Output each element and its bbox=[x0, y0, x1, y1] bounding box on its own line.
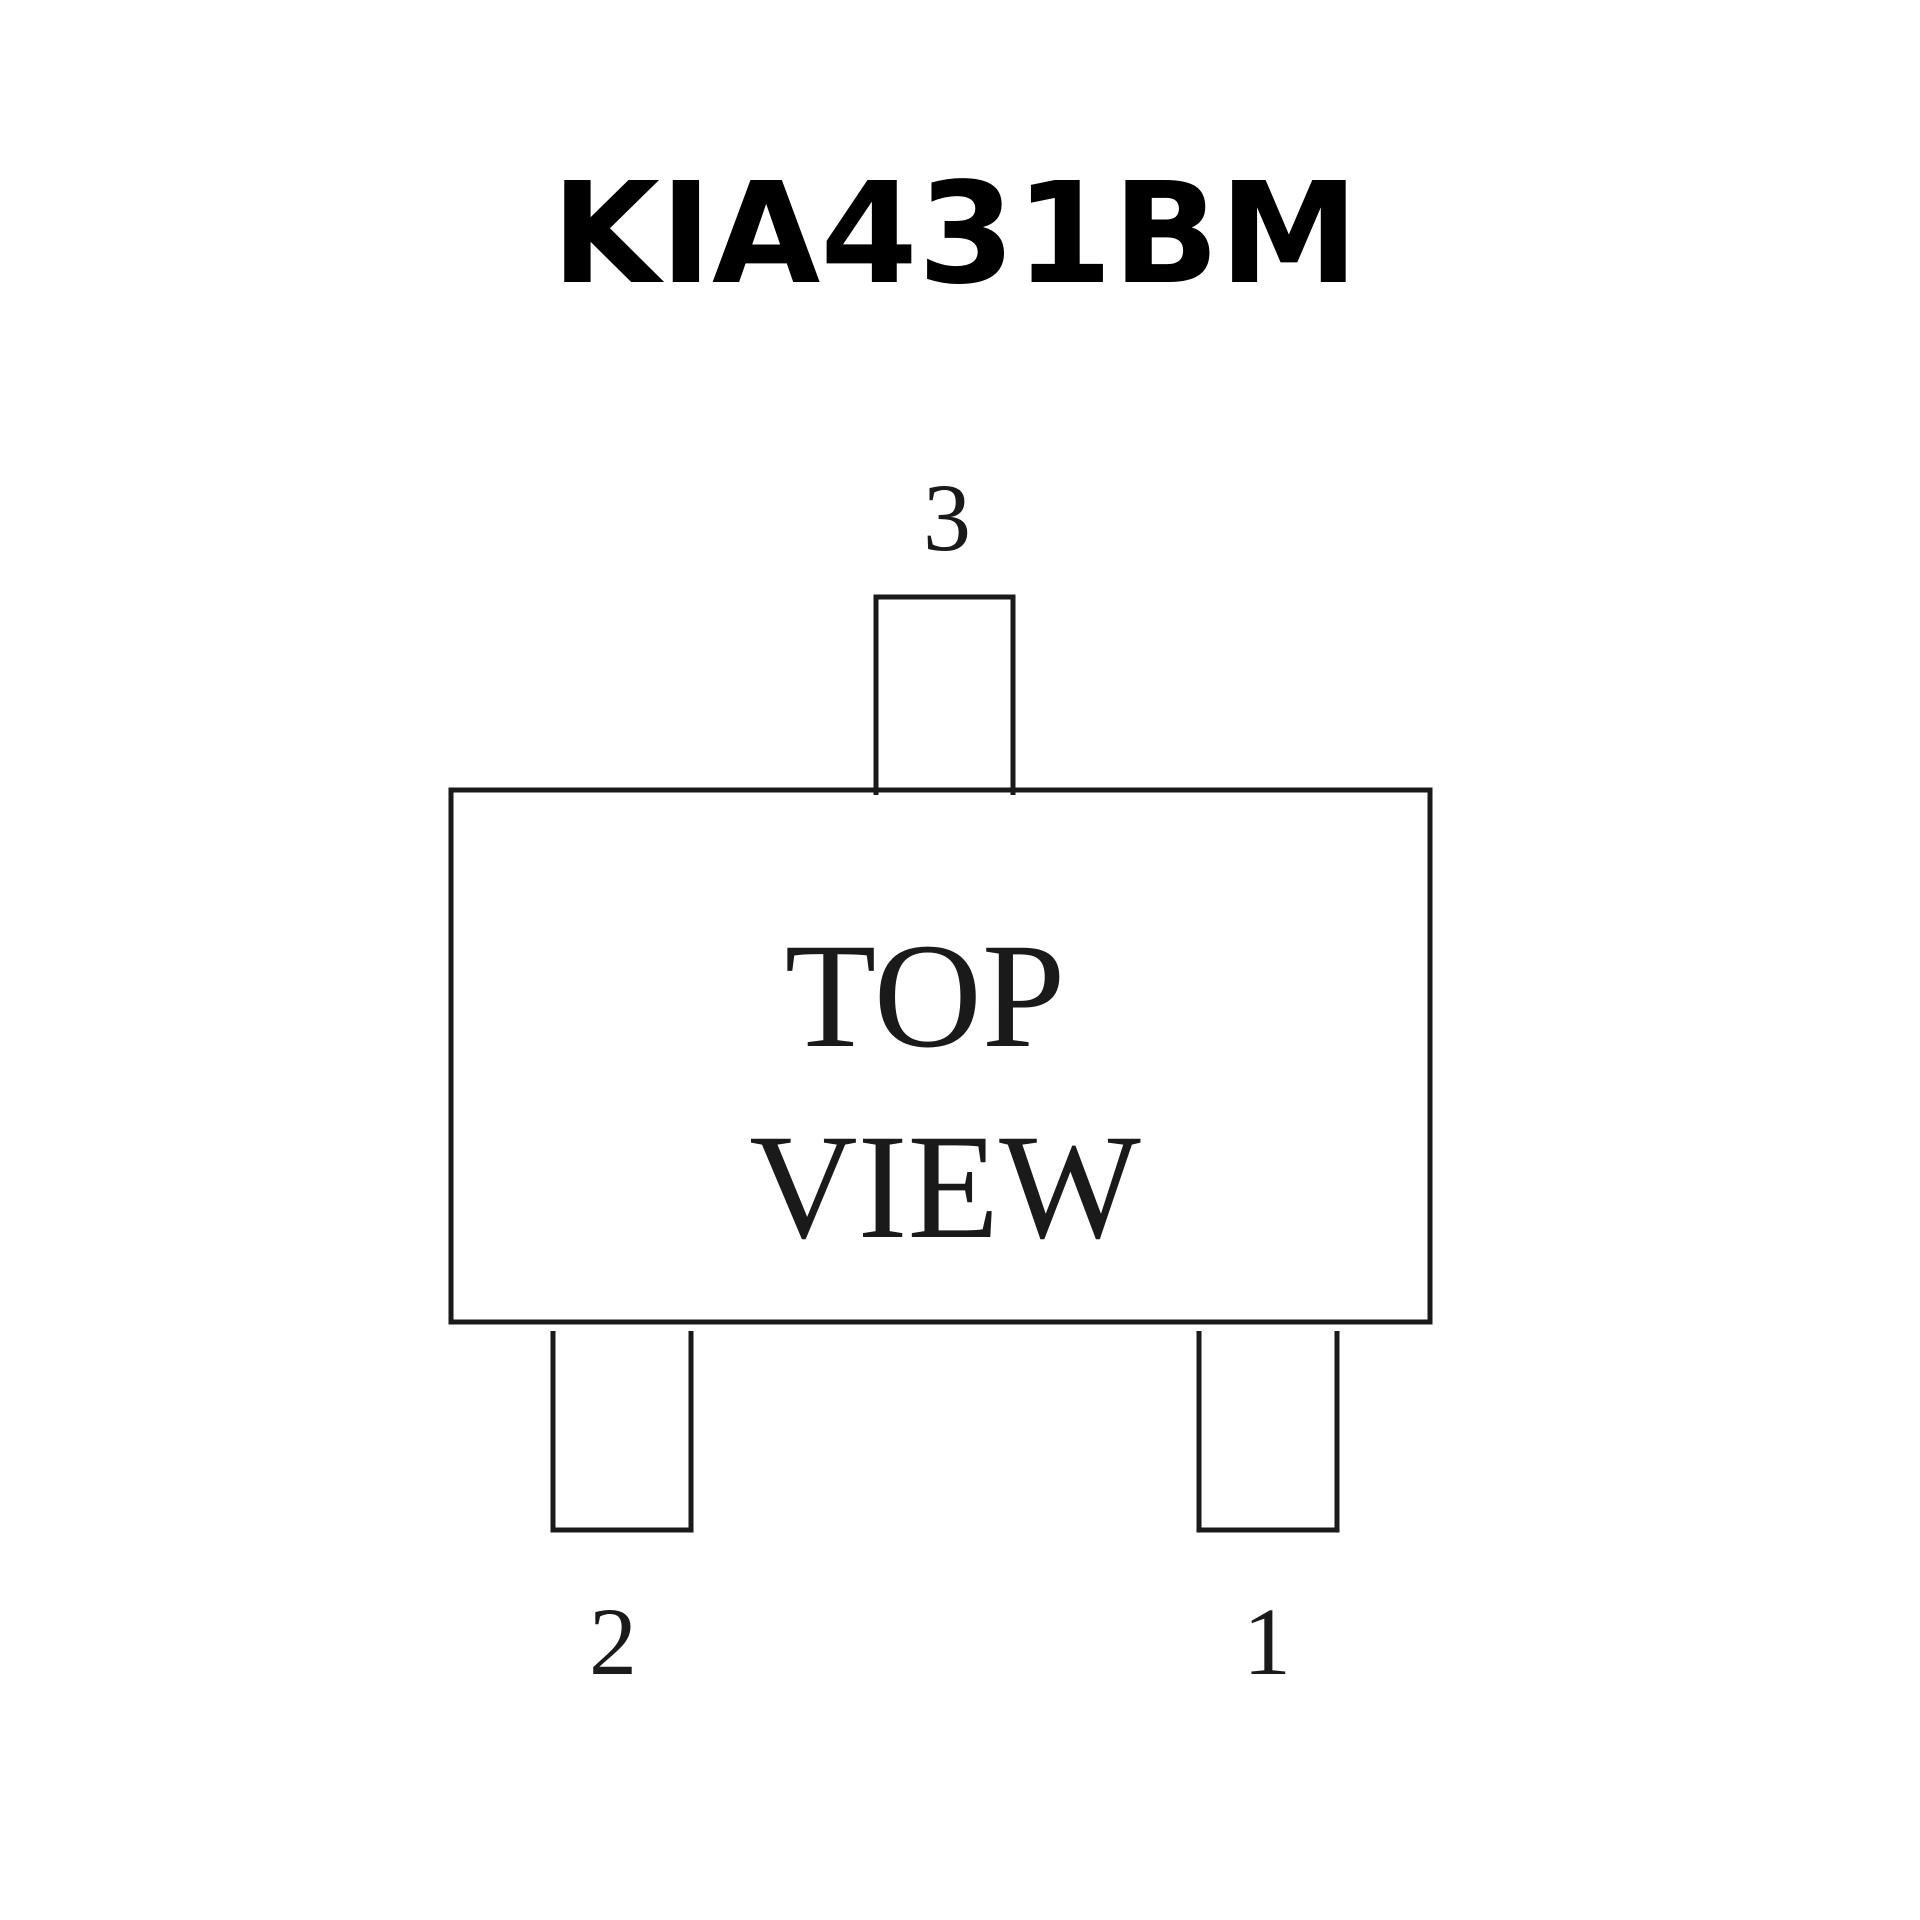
part-number-title: KIA431BM bbox=[551, 153, 1358, 316]
pin-1-lead bbox=[1196, 1331, 1340, 1533]
pin-3-label: 3 bbox=[923, 464, 971, 571]
pin-2-lead bbox=[550, 1331, 694, 1533]
package-body bbox=[448, 787, 1433, 1325]
view-label: VIEW bbox=[749, 1104, 1141, 1270]
pin-1-label: 1 bbox=[1243, 1588, 1291, 1695]
pin-3-lead bbox=[873, 594, 1016, 795]
pin-2-label: 2 bbox=[589, 1588, 637, 1695]
top-label: TOP bbox=[785, 913, 1066, 1079]
